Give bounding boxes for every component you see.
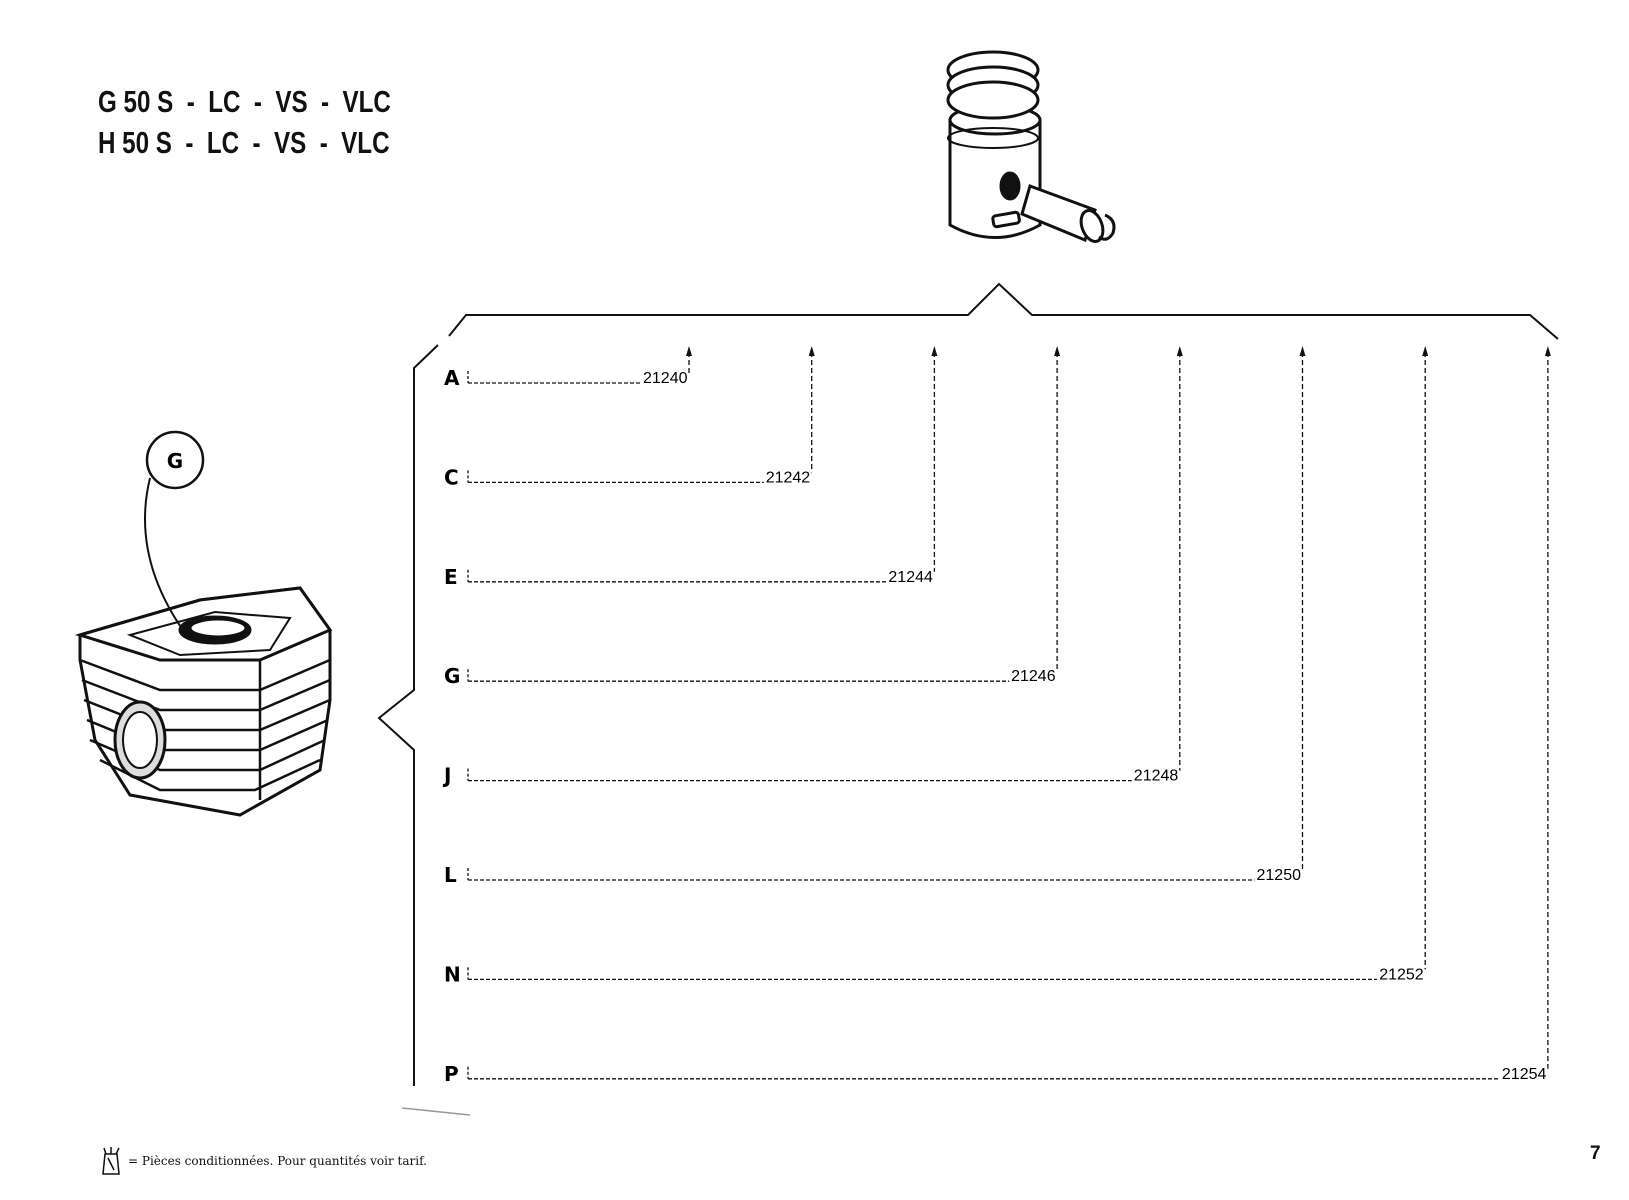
part-number: 21244 bbox=[888, 569, 933, 586]
left-brace bbox=[377, 344, 439, 1086]
callout-g: G bbox=[144, 430, 205, 641]
part-number: 21248 bbox=[1134, 768, 1179, 785]
part-letter: E bbox=[444, 565, 458, 589]
piston-illustration bbox=[946, 50, 1116, 243]
footnote: = Pièces conditionnées. Pour quantités v… bbox=[100, 1146, 427, 1176]
part-letter: C bbox=[444, 465, 459, 489]
part-row: P 21254 bbox=[444, 346, 1551, 1086]
part-number: 21254 bbox=[1502, 1066, 1547, 1083]
arrowhead bbox=[1422, 346, 1429, 356]
part-letter: P bbox=[444, 1062, 459, 1086]
arrowhead bbox=[808, 346, 815, 356]
part-row: C 21242 bbox=[444, 346, 815, 489]
part-row: E 21244 bbox=[444, 346, 938, 589]
packaged-parts-bag-icon bbox=[102, 1147, 120, 1175]
page-number: 7 bbox=[1590, 1143, 1601, 1164]
part-row: J 21248 bbox=[442, 346, 1183, 788]
callout-label: G bbox=[167, 449, 183, 473]
arrowhead bbox=[931, 346, 938, 356]
arrowhead bbox=[1176, 346, 1183, 356]
part-letter: N bbox=[444, 962, 461, 986]
part-letter: L bbox=[444, 863, 457, 887]
part-number: 21246 bbox=[1011, 668, 1056, 685]
arrowhead bbox=[1544, 346, 1551, 356]
cylinder-illustration bbox=[74, 586, 333, 817]
arrowhead bbox=[686, 346, 692, 356]
part-number: 21240 bbox=[643, 370, 688, 387]
part-letter: G bbox=[444, 664, 460, 688]
part-row: A 21240 bbox=[444, 346, 692, 390]
brace-end-mark bbox=[401, 1107, 471, 1116]
part-number: 21250 bbox=[1257, 867, 1302, 884]
part-row: N 21252 bbox=[444, 346, 1429, 986]
part-row: L 21250 bbox=[444, 346, 1306, 887]
arrowhead bbox=[1054, 346, 1061, 356]
arrowhead bbox=[1299, 346, 1306, 356]
footnote-text: = Pièces conditionnées. Pour quantités v… bbox=[128, 1154, 427, 1168]
part-number: 21252 bbox=[1379, 966, 1424, 983]
part-number: 21242 bbox=[766, 469, 811, 486]
model-title-line-1: G 50 S - LC - VS - VLC bbox=[98, 84, 391, 119]
part-letter: A bbox=[444, 366, 460, 390]
part-letter: J bbox=[442, 764, 451, 788]
top-brace bbox=[448, 282, 1559, 340]
part-row: G 21246 bbox=[444, 346, 1061, 688]
model-title-line-2: H 50 S - LC - VS - VLC bbox=[98, 125, 390, 160]
